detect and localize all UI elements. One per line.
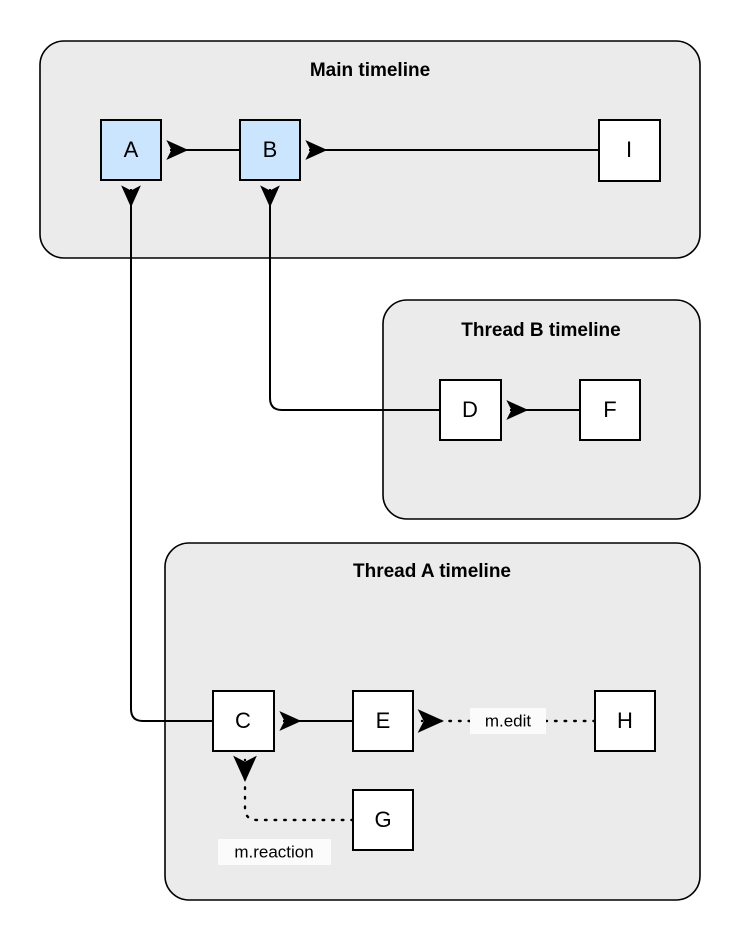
edge-c-to-a[interactable] [121,185,213,722]
node-h-box [594,690,656,752]
node-e[interactable]: E [352,690,414,752]
node-d[interactable]: D [439,379,502,441]
node-c-box [212,690,275,752]
node-b-label: B [263,137,278,162]
node-layer: A B I D F C [100,119,661,851]
edge-label-m-reaction-bg [218,839,331,865]
node-b-box [239,119,301,181]
group-thread-a-timeline-title: Thread A timeline [353,561,511,582]
node-i[interactable]: I [598,119,661,182]
node-f-box [579,379,641,441]
node-g-label: G [374,807,391,832]
node-e-box [352,690,414,752]
node-c[interactable]: C [212,690,275,752]
node-f[interactable]: F [579,379,641,441]
node-a-box [100,119,162,181]
node-c-label: C [235,708,251,733]
node-e-label: E [376,708,391,733]
node-g[interactable]: G [352,789,414,851]
node-h[interactable]: H [594,690,656,752]
node-d-label: D [462,397,478,422]
edge-label-m-edit-bg [470,708,546,734]
node-h-label: H [617,708,633,733]
edge-layer [121,140,599,822]
node-a-label: A [124,137,139,162]
node-f-label: F [603,397,616,422]
edge-label-m-reaction: m.reaction [234,842,313,861]
group-main-timeline-title: Main timeline [310,60,430,81]
node-i-box [598,119,661,182]
edge-label-layer: m.edit m.reaction [218,708,546,865]
node-d-box [439,379,502,441]
edge-g-to-c[interactable] [233,755,355,822]
node-i-label: I [626,137,632,162]
node-b[interactable]: B [239,119,301,181]
edge-d-to-b[interactable] [260,185,440,411]
node-g-box [352,789,414,851]
group-thread-b-timeline-title: Thread B timeline [461,320,620,341]
edge-label-m-edit: m.edit [485,711,532,730]
node-a[interactable]: A [100,119,162,181]
